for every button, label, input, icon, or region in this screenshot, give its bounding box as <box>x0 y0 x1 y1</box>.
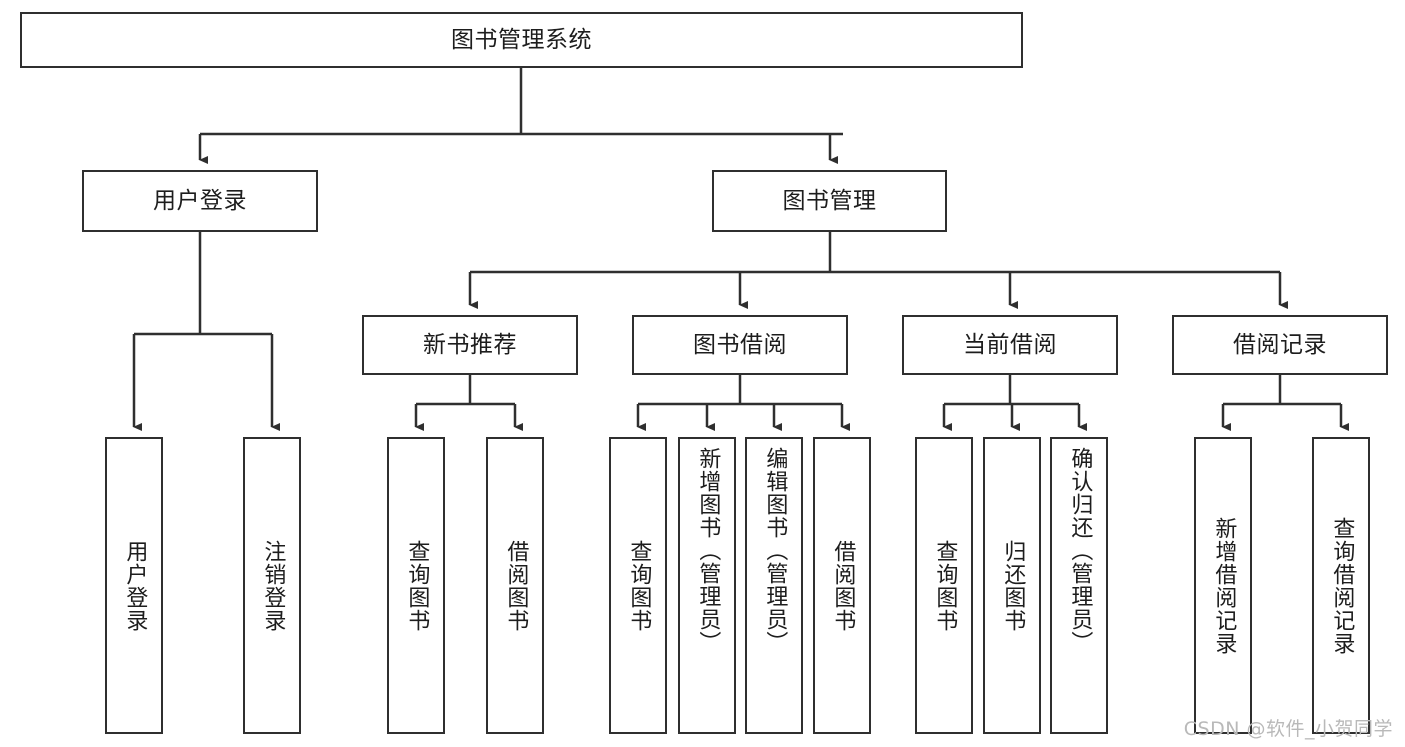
node-leaf-borrow-book[interactable]: 借阅图书 <box>813 437 871 734</box>
watermark-text: CSDN @软件_小贺同学 <box>1183 718 1393 740</box>
node-label: 借阅图书 <box>830 539 856 632</box>
node-leaf-query-book-borrow[interactable]: 查询图书 <box>609 437 667 734</box>
node-label: 新书推荐 <box>423 331 517 358</box>
node-label: 查询图书 <box>626 539 652 632</box>
node-book-borrow[interactable]: 图书借阅 <box>632 315 848 375</box>
node-label: 图书管理 <box>782 187 877 214</box>
node-leaf-user-login[interactable]: 用户登录 <box>105 437 163 734</box>
node-label: 编辑图书（管理员） <box>762 447 788 654</box>
node-leaf-query-book-current[interactable]: 查询图书 <box>915 437 973 734</box>
node-label: 图书管理系统 <box>451 26 592 53</box>
node-borrow-record[interactable]: 借阅记录 <box>1172 315 1388 375</box>
node-leaf-confirm-return-admin[interactable]: 确认归还（管理员） <box>1050 437 1108 734</box>
node-label: 借阅记录 <box>1233 331 1327 358</box>
node-label: 查询图书 <box>404 539 430 632</box>
node-current-borrow[interactable]: 当前借阅 <box>902 315 1118 375</box>
node-leaf-edit-book-admin[interactable]: 编辑图书（管理员） <box>745 437 803 734</box>
node-label: 图书借阅 <box>693 331 787 358</box>
node-new-book-recommend[interactable]: 新书推荐 <box>362 315 578 375</box>
node-label: 新增图书（管理员） <box>695 447 721 654</box>
node-leaf-return-book[interactable]: 归还图书 <box>983 437 1041 734</box>
node-label: 用户登录 <box>122 539 148 632</box>
node-user-login[interactable]: 用户登录 <box>82 170 318 232</box>
node-leaf-add-borrow-record[interactable]: 新增借阅记录 <box>1194 437 1252 734</box>
node-leaf-query-borrow-record[interactable]: 查询借阅记录 <box>1312 437 1370 734</box>
node-book-management[interactable]: 图书管理 <box>712 170 947 232</box>
node-label: 新增借阅记录 <box>1211 516 1237 655</box>
node-label: 注销登录 <box>260 539 286 632</box>
node-label: 当前借阅 <box>963 331 1057 358</box>
node-leaf-query-book-recommend[interactable]: 查询图书 <box>387 437 445 734</box>
node-label: 借阅图书 <box>503 539 529 632</box>
node-leaf-add-book-admin[interactable]: 新增图书（管理员） <box>678 437 736 734</box>
node-label: 确认归还（管理员） <box>1067 447 1093 654</box>
node-leaf-logout[interactable]: 注销登录 <box>243 437 301 734</box>
node-leaf-borrow-book-recommend[interactable]: 借阅图书 <box>486 437 544 734</box>
node-label: 查询图书 <box>932 539 958 632</box>
node-book-management-system[interactable]: 图书管理系统 <box>20 12 1023 68</box>
node-label: 归还图书 <box>1000 539 1026 632</box>
node-label: 查询借阅记录 <box>1329 516 1355 655</box>
node-label: 用户登录 <box>153 187 247 214</box>
